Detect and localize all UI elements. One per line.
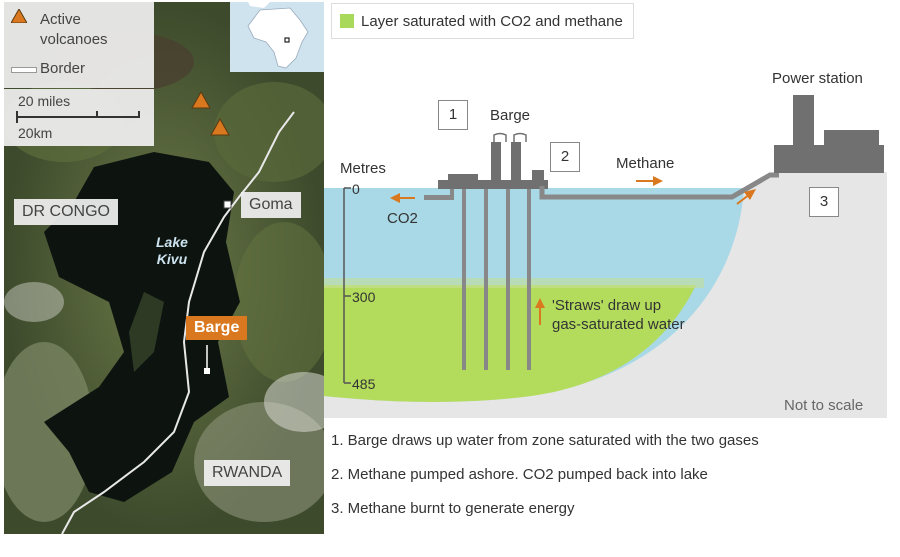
scale-km-label: 20km: [18, 125, 53, 141]
label-dr-congo: DR CONGO: [14, 199, 118, 225]
legend-border-label: Border: [40, 60, 86, 77]
barge-platform: [438, 180, 548, 189]
methane-label: Methane: [616, 155, 675, 172]
step-text-3: 3. Methane burnt to generate energy: [331, 500, 575, 517]
legend-volcano-label-1: Active: [40, 11, 81, 28]
methane-arrow-icon: [636, 176, 663, 186]
depth-tick-485: 485: [352, 376, 376, 392]
border-line-icon: [11, 67, 37, 73]
barge-marker: [204, 368, 210, 374]
key-label: Layer saturated with CO2 and methane: [361, 12, 623, 30]
co2-label: CO2: [387, 210, 418, 227]
depth-tick-300: 300: [352, 289, 376, 305]
barge-label: Barge: [490, 107, 531, 124]
process-diagram: Layer saturated with CO2 and methane Pow…: [324, 0, 900, 557]
not-to-scale-label: Not to scale: [784, 397, 864, 414]
label-lake-kivu: Lake Kivu: [156, 234, 188, 267]
label-rwanda: RWANDA: [204, 460, 291, 486]
africa-locator-map: [230, 2, 324, 72]
shore-arrow-icon: [736, 189, 756, 205]
satellite-map: Active volcanoes Border 20 miles 20km DR…: [4, 2, 324, 534]
diagram-key: Layer saturated with CO2 and methane: [331, 3, 634, 39]
step-marker-1: 1: [438, 100, 468, 130]
label-goma: Goma: [241, 192, 301, 218]
label-barge: Barge: [186, 316, 248, 340]
volcano-marker-1: [191, 90, 211, 109]
straw-1: [462, 189, 466, 370]
scale-line: [16, 116, 140, 118]
goma-marker: [223, 200, 232, 209]
power-station-chimney: [793, 95, 814, 147]
power-station-building: [774, 145, 884, 173]
legend-volcano-label-2: volcanoes: [40, 31, 108, 48]
barge-tower-2: [511, 142, 521, 181]
africa-icon: [247, 2, 309, 69]
step-text-1: 1. Barge draws up water from zone satura…: [331, 432, 759, 449]
straw-3: [506, 189, 510, 370]
gas-layer-swatch: [340, 14, 354, 28]
barge-tower-1: [491, 142, 501, 181]
volcano-marker-2: [210, 117, 230, 136]
step-marker-2: 2: [550, 142, 580, 172]
straws-label-2: gas-saturated water: [552, 316, 685, 333]
scale-bar: 20 miles 20km: [4, 89, 154, 146]
step-marker-3: 3: [809, 187, 839, 217]
map-legend: Active volcanoes Border: [4, 2, 154, 88]
power-station-label: Power station: [772, 70, 863, 87]
scale-miles-label: 20 miles: [18, 93, 71, 109]
step-text-2: 2. Methane pumped ashore. CO2 pumped bac…: [331, 466, 708, 483]
methane-pipe: [539, 172, 779, 200]
straw-2: [484, 189, 488, 370]
co2-arrow-icon: [390, 193, 415, 203]
depth-tick-0: 0: [352, 181, 360, 197]
depth-unit-label: Metres: [340, 160, 386, 177]
diagram-graphic: [324, 95, 887, 418]
volcano-icon: [11, 9, 27, 23]
straw-4: [527, 189, 531, 370]
straws-up-arrow-icon: [535, 298, 545, 325]
straws-label-1: 'Straws' draw up: [552, 297, 662, 314]
map-terrain: [4, 2, 324, 534]
co2-pipe: [424, 195, 454, 200]
